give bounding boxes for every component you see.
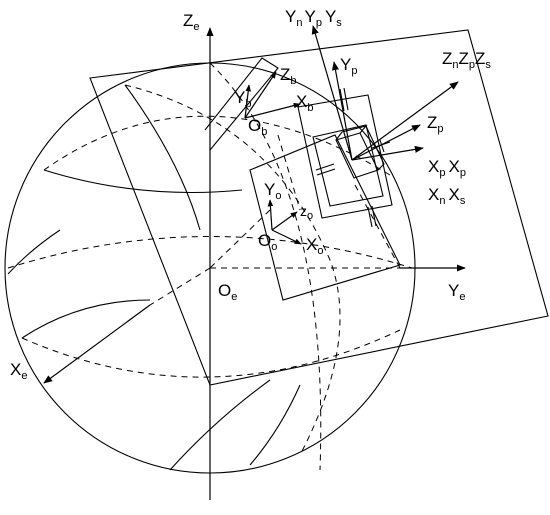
platform-x-axis: [351, 145, 424, 161]
latitude-hidden: [21, 329, 401, 378]
label-earth-x: Xe: [10, 360, 27, 382]
equator-hidden: [7, 236, 413, 269]
platform-outer: [297, 94, 393, 219]
longitude-hidden: [209, 62, 322, 471]
earth-x-axis: [43, 304, 151, 384]
orbit-y-axis: [267, 199, 274, 231]
label-orbit-origin: Oo: [258, 231, 277, 253]
body-x-axis: [244, 102, 301, 119]
platform-y-axis: [331, 61, 353, 161]
label-top-z-group: ZnZpZs: [442, 49, 491, 71]
body-y-axis: [244, 84, 252, 119]
body-plane: [204, 57, 279, 151]
label-body-origin: Ob: [248, 116, 267, 138]
label-orbit-y: Yo: [264, 180, 281, 202]
longitude-line: [124, 84, 201, 231]
gimbal-mark: [367, 205, 377, 228]
latitude-line: [7, 229, 61, 275]
orbit-plane: [89, 29, 549, 386]
platform-z-axis: [351, 124, 421, 161]
latitude-line: [43, 169, 243, 194]
label-body-z: Zb: [280, 65, 297, 87]
earth-x-axis-hidden: [149, 267, 211, 306]
gimbal-mark: [315, 163, 336, 176]
label-earth-y: Ye: [448, 281, 465, 303]
platform-y-axis-long: [311, 25, 353, 161]
label-orbit-z: zo: [300, 203, 313, 222]
body-line-hidden: [277, 134, 301, 211]
label-orbit-x: Xo: [306, 235, 323, 257]
label-body-x: Xb: [296, 92, 313, 114]
body-z-axis: [244, 71, 277, 119]
longitude-hidden: [124, 84, 341, 456]
orbit-line-hidden: [354, 184, 401, 269]
orbit-to-earth-hidden: [209, 209, 271, 269]
orbit-z-axis: [271, 211, 298, 231]
longitude-line: [249, 384, 301, 466]
orbit-x-axis: [271, 229, 302, 245]
label-platform-y: Yp: [340, 55, 357, 77]
longitude-line: [169, 379, 271, 471]
label-earth-z: Ze: [183, 11, 200, 33]
platform-inner: [312, 124, 384, 207]
latitude-line: [21, 299, 151, 339]
label-earth-origin: Oe: [218, 281, 237, 303]
latitude-hidden: [43, 115, 391, 176]
label-body-y: Yb: [234, 88, 251, 110]
gimbal-mark: [339, 87, 349, 112]
platform-z-axis-long: [351, 81, 459, 161]
payload-cube: [335, 125, 385, 179]
label-platform-z: Zp: [427, 113, 444, 135]
